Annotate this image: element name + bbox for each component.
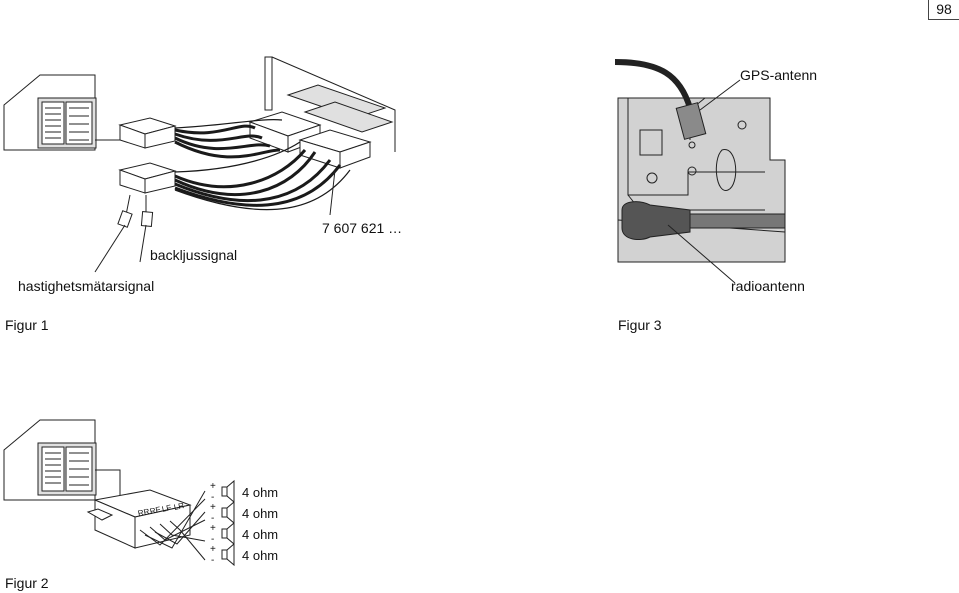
- speaker-icon: [221, 500, 235, 525]
- plus-symbol: +: [210, 523, 216, 534]
- speaker-icons: [221, 479, 235, 567]
- figure1-caption: Figur 1: [5, 317, 49, 333]
- wire-harness: [174, 119, 351, 211]
- radio-housing-fig2: [3, 419, 121, 501]
- radio-antenna-label: radioantenn: [731, 278, 805, 294]
- adapter-plugs: [95, 117, 177, 194]
- part-number-label: 7 607 621 …: [322, 220, 403, 236]
- minus-symbol: -: [211, 492, 215, 503]
- plus-symbol: +: [210, 544, 216, 555]
- gps-antenna-connector: [614, 59, 741, 140]
- speaker-icon: [221, 542, 235, 567]
- speed-signal-label: hastighetsmätarsignal: [18, 278, 155, 294]
- gps-antenna-label: GPS-antenn: [740, 67, 818, 83]
- signal-plugs: [117, 194, 154, 228]
- figure2-caption: Figur 2: [5, 575, 49, 591]
- radio-housing-fig1: [3, 74, 97, 151]
- speed-signal-leader: [94, 224, 126, 273]
- minus-symbol: -: [211, 513, 215, 524]
- backlight-signal-leader: [139, 224, 147, 263]
- radio-antenna-connector: [621, 201, 786, 284]
- page-number: 98: [928, 0, 959, 20]
- speaker-impedance-label: 4 ohm: [242, 485, 279, 500]
- backlight-signal-label: backljussignal: [150, 247, 238, 263]
- minus-symbol: -: [211, 555, 215, 566]
- speaker-icon: [221, 479, 235, 504]
- speaker-impedance-label: 4 ohm: [242, 527, 279, 542]
- minus-symbol: -: [211, 534, 215, 545]
- figure3-caption: Figur 3: [618, 317, 662, 333]
- speaker-wires: [139, 490, 206, 561]
- plus-symbol: +: [210, 481, 216, 492]
- speaker-icon: [221, 521, 235, 546]
- part-number-leader: [329, 169, 336, 216]
- speaker-impedance-label: 4 ohm: [242, 506, 279, 521]
- speaker-impedance-label: 4 ohm: [242, 548, 279, 563]
- speaker-adapter-plug: [86, 489, 192, 549]
- plus-symbol: +: [210, 502, 216, 513]
